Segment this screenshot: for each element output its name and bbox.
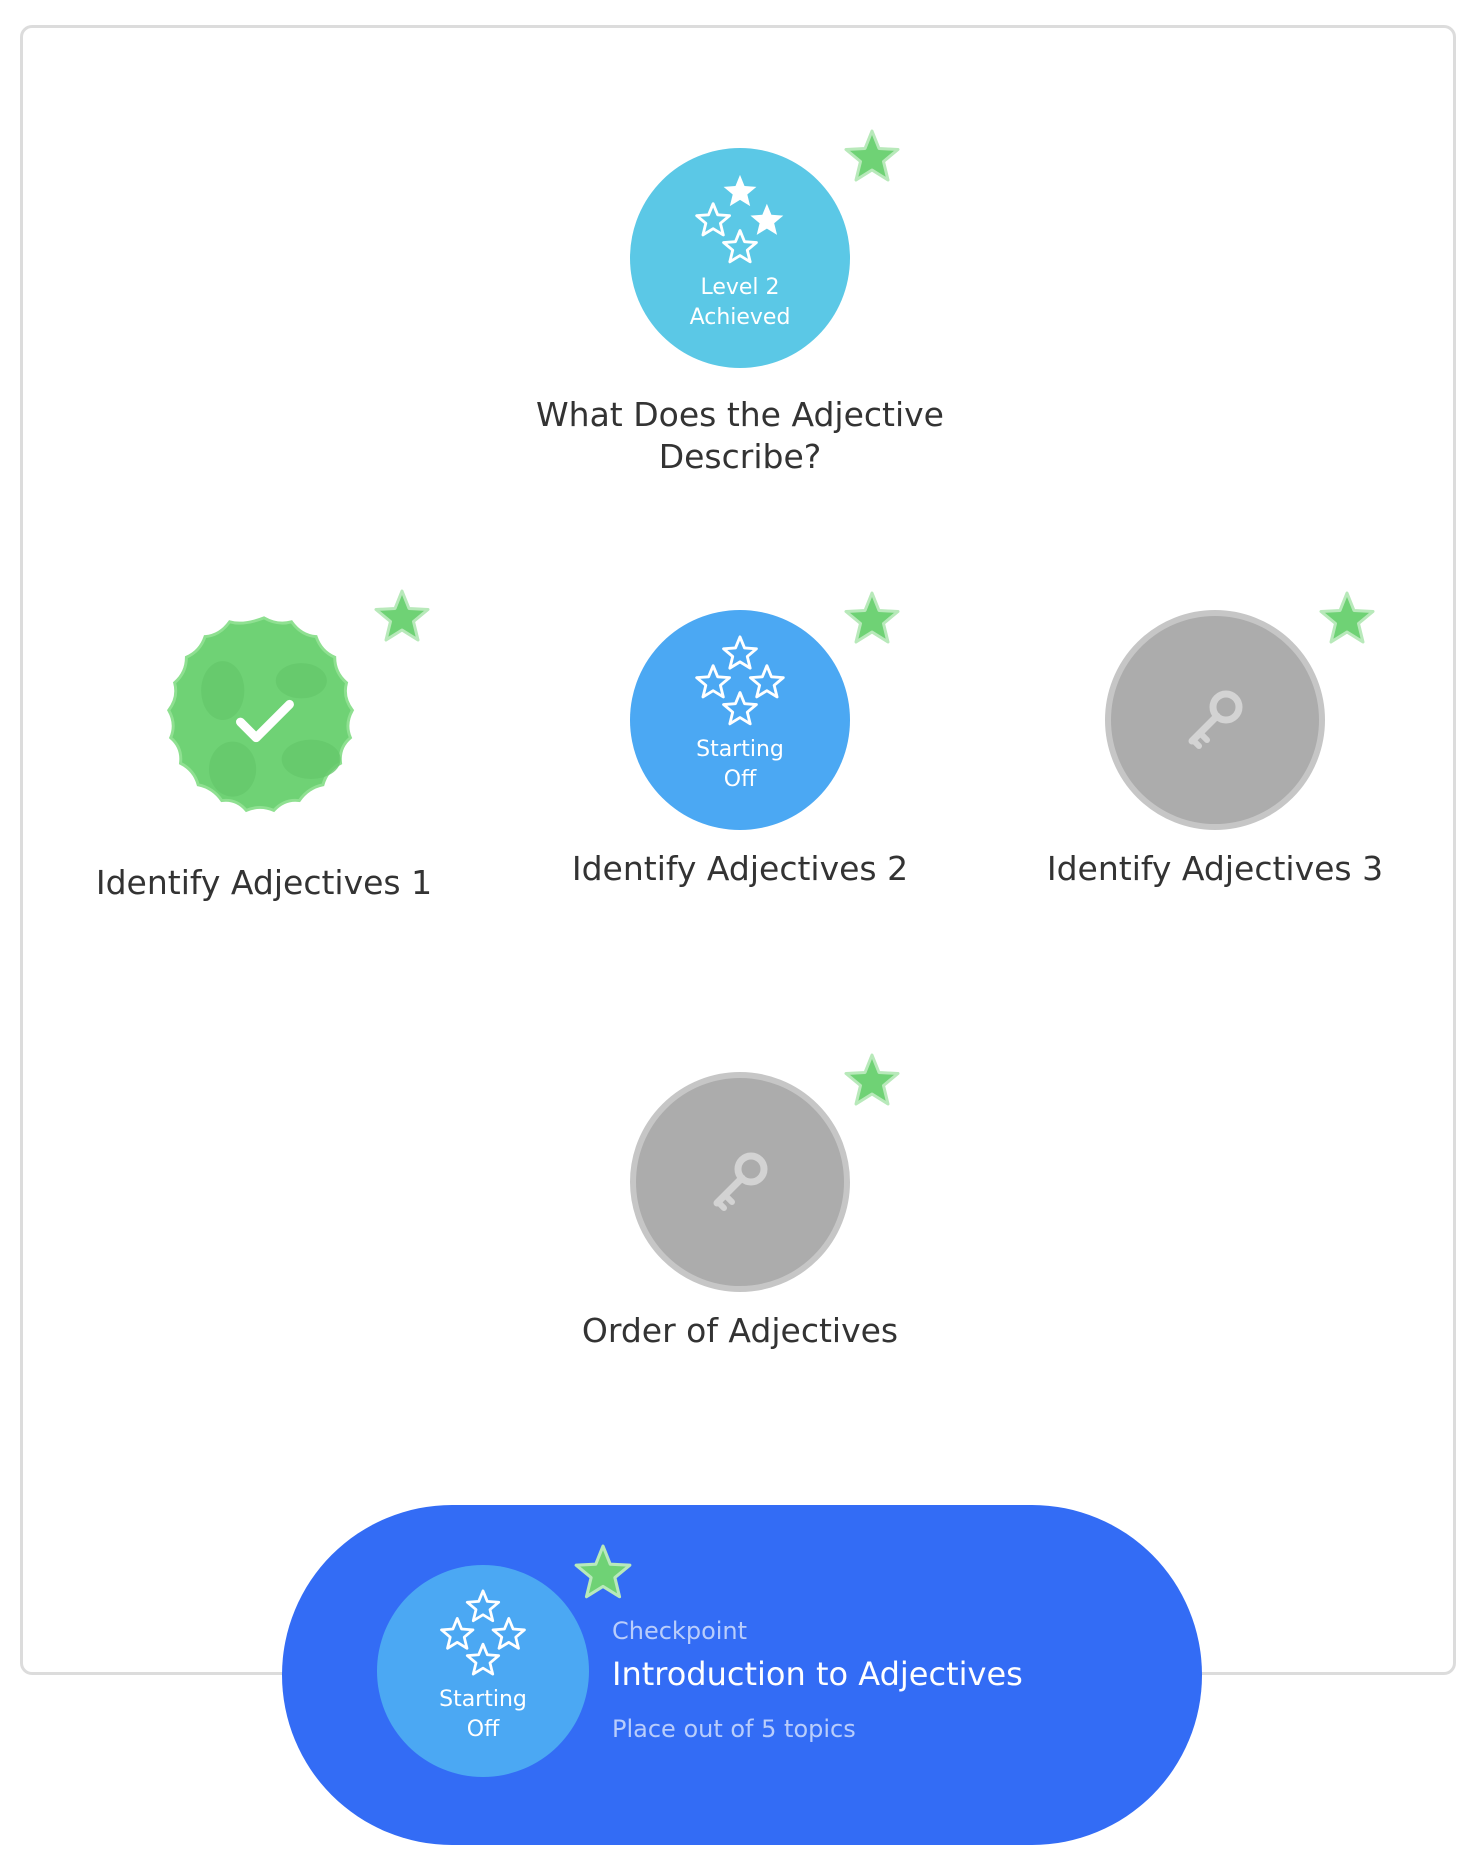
key-icon <box>713 1152 768 1211</box>
topic-node-identify-adjectives-2[interactable]: Starting Off Identify Adjectives 2 <box>530 591 950 890</box>
status-text: Starting Off <box>696 737 784 792</box>
checkpoint-title[interactable]: Introduction to Adjectives <box>612 1655 1023 1693</box>
topic-node-circle[interactable]: Starting Off <box>630 591 900 830</box>
topic-title[interactable]: What Does the Adjective Describe? <box>536 395 944 476</box>
stars-icon <box>695 174 784 264</box>
checkpoint-card[interactable]: Starting Off Checkpoint Introduction to … <box>282 1505 1202 1845</box>
topic-node-order-of-adjectives[interactable]: Order of Adjectives <box>530 1053 950 1352</box>
badge-star-icon <box>844 591 900 644</box>
checkpoint-label: Checkpoint <box>612 1617 748 1645</box>
topic-title[interactable]: Order of Adjectives <box>581 1311 899 1350</box>
badge-star-icon <box>574 1544 632 1599</box>
checkpoint-subtitle: Place out of 5 topics <box>612 1715 856 1743</box>
topic-node-identify-adjectives-1[interactable]: Identify Adjectives 1 <box>54 589 474 904</box>
topic-title[interactable]: Identify Adjectives 3 <box>1046 849 1384 888</box>
topic-node-what-does-adjective-describe[interactable]: Level 2 Achieved What Does the Adjective… <box>530 129 950 478</box>
topic-title[interactable]: Identify Adjectives 1 <box>95 863 433 902</box>
stars-icon <box>440 1589 526 1676</box>
badge-star-icon <box>374 589 430 642</box>
topic-title[interactable]: Identify Adjectives 2 <box>571 849 909 888</box>
badge-star-icon <box>844 1053 900 1106</box>
stars-icon <box>695 635 785 726</box>
topic-node-circle[interactable]: Level 2 Achieved <box>630 129 900 368</box>
badge-star-icon <box>1319 591 1375 644</box>
badge-star-icon <box>844 129 900 182</box>
status-text: Level 2 Achieved <box>689 275 791 330</box>
mastery-badge-icon <box>166 616 355 813</box>
key-icon <box>1188 690 1243 749</box>
status-text: Starting Off <box>439 1687 527 1742</box>
topic-node-circle[interactable] <box>1105 591 1375 830</box>
topic-node-circle[interactable] <box>630 1053 900 1292</box>
checkpoint-circle[interactable]: Starting Off <box>377 1565 589 1777</box>
topic-node-identify-adjectives-3[interactable]: Identify Adjectives 3 <box>1005 591 1425 890</box>
topic-node-circle[interactable] <box>154 589 430 832</box>
